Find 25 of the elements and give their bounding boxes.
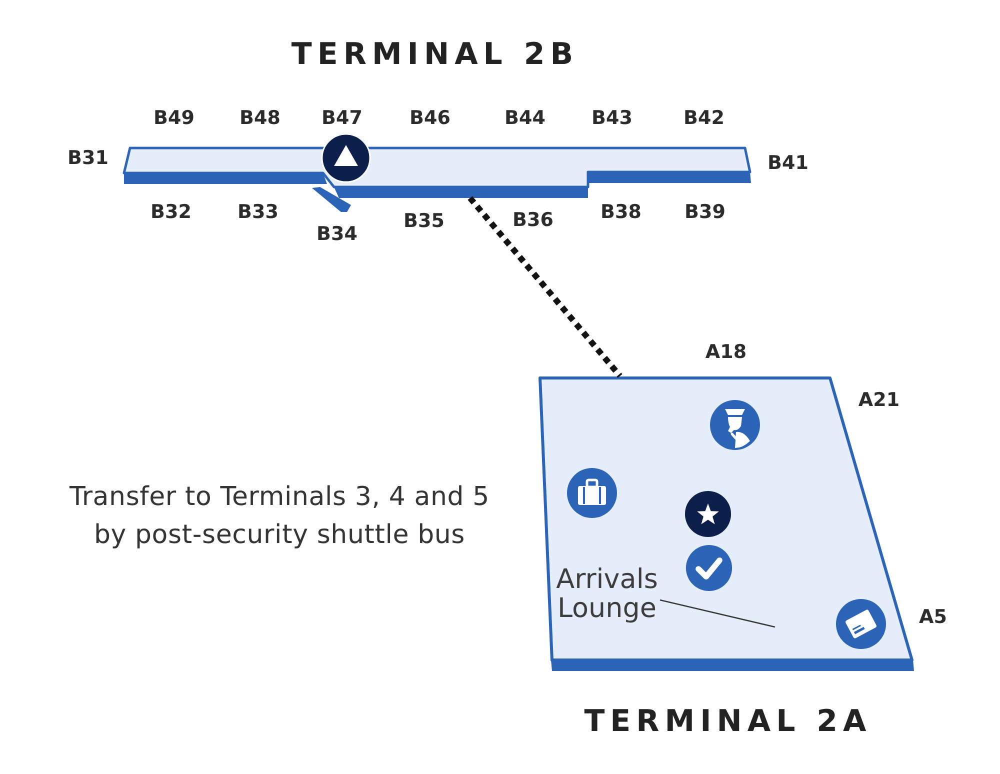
gate-label: B49 (154, 107, 194, 129)
gate-label: B48 (240, 107, 280, 129)
gate-label: B42 (684, 107, 724, 129)
gate-label: A5 (919, 606, 947, 628)
gate-label: B43 (592, 107, 632, 129)
gate-label: A18 (705, 341, 747, 363)
gate-label: B36 (512, 209, 554, 231)
gate-label: B34 (316, 223, 358, 245)
gate-label: B31 (68, 147, 108, 169)
terminal-heading: TERMINAL 2A (584, 704, 872, 740)
gate-label: B47 (322, 107, 362, 129)
terminal-heading: TERMINAL 2B (291, 37, 579, 73)
gate-label: B44 (504, 107, 546, 129)
gate-label: B32 (150, 201, 192, 223)
gate-label: A21 (858, 389, 900, 411)
gate-label: B35 (404, 210, 444, 232)
area-label: Arrivals Lounge (554, 565, 660, 623)
gate-label: B39 (684, 201, 726, 223)
gate-label: B41 (768, 152, 808, 174)
transfer-note: Transfer to Terminals 3, 4 and 5 by post-security shuttle bus (68, 481, 491, 552)
dotted-line (468, 196, 622, 378)
gate-label: B38 (600, 201, 642, 223)
gate-label: B33 (238, 201, 278, 223)
leader-line (660, 599, 776, 628)
gate-label: B46 (410, 107, 450, 129)
